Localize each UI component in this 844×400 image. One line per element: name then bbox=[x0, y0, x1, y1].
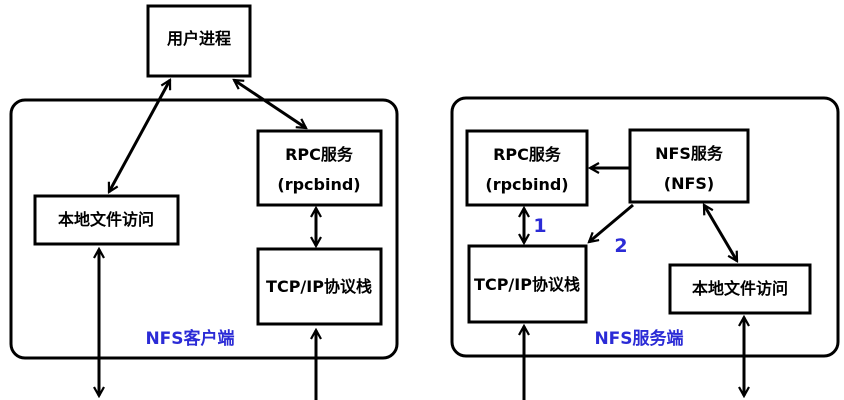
server-nfs-title: NFS服务 bbox=[655, 144, 724, 163]
arrow-user-to-client-rpc bbox=[234, 80, 306, 128]
server-local-access-label: 本地文件访问 bbox=[692, 279, 788, 298]
arrow-nfs-to-local bbox=[702, 205, 739, 261]
server-rpc-subtitle: (rpcbind) bbox=[485, 175, 568, 194]
client-tcp-box: TCP/IP协议栈 bbox=[256, 247, 383, 326]
step-1-label: 1 bbox=[533, 215, 546, 237]
client-rpc-title: RPC服务 bbox=[285, 145, 354, 164]
client-rpc-box: RPC服务 (rpcbind) bbox=[256, 129, 383, 207]
server-rpc-title: RPC服务 bbox=[493, 145, 562, 164]
server-nfs-box: NFS服务 (NFS) bbox=[628, 128, 750, 204]
server-nfs-subtitle: (NFS) bbox=[664, 174, 714, 193]
server-caption: NFS服务端 bbox=[594, 328, 683, 349]
server-rpc-box: RPC服务 (rpcbind) bbox=[465, 129, 589, 207]
user-process-label: 用户进程 bbox=[167, 29, 231, 48]
client-tcp-label: TCP/IP协议栈 bbox=[266, 277, 372, 296]
server-tcp-label: TCP/IP协议栈 bbox=[474, 275, 580, 294]
client-local-access-label: 本地文件访问 bbox=[58, 210, 154, 229]
client-container bbox=[9, 98, 399, 360]
server-local-access-box: 本地文件访问 bbox=[668, 263, 812, 315]
client-caption: NFS客户端 bbox=[145, 328, 234, 349]
arrow-nfs-to-tcp bbox=[589, 203, 634, 242]
step-2-label: 2 bbox=[614, 235, 627, 257]
client-local-access-box: 本地文件访问 bbox=[33, 194, 180, 246]
client-rpc-subtitle: (rpcbind) bbox=[277, 175, 360, 194]
arrow-user-to-client-local bbox=[107, 80, 172, 192]
server-container bbox=[450, 96, 840, 358]
user-process-box: 用户进程 bbox=[146, 4, 252, 78]
server-tcp-box: TCP/IP协议栈 bbox=[467, 244, 588, 324]
